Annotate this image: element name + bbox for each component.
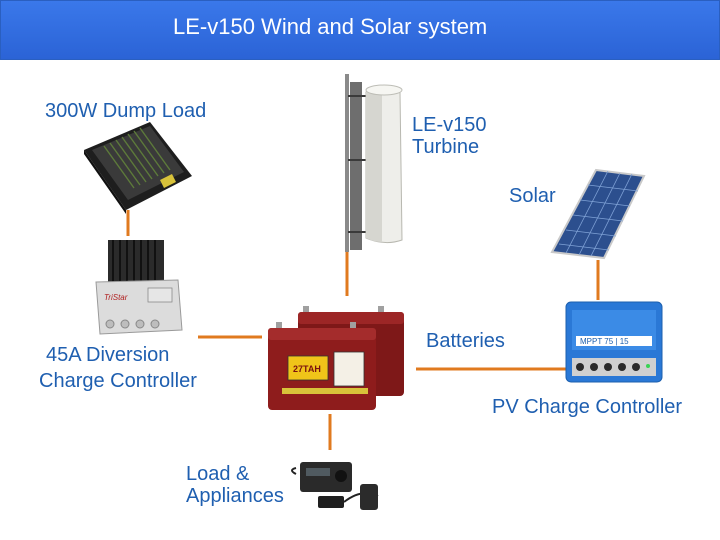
- title-bar: LE-v150 Wind and Solar system: [0, 0, 720, 60]
- batteries-label: Batteries: [426, 330, 505, 352]
- solar-panel-image: [550, 168, 646, 260]
- turbine-label-line1: LE-v150: [412, 114, 487, 136]
- diversion-label-line1: 45A Diversion: [46, 344, 170, 366]
- load-label-line1: Load &: [186, 463, 250, 485]
- load-radio-image: [291, 462, 379, 510]
- solar-label: Solar: [509, 185, 556, 207]
- diversion-label-line2: Charge Controller: [39, 370, 197, 392]
- dump-load-image: [84, 122, 192, 214]
- page-title: LE-v150 Wind and Solar system: [173, 14, 488, 39]
- turbine-image: [345, 74, 403, 252]
- dump-load-label: 300W Dump Load: [45, 100, 207, 122]
- load-label-line2: Appliances: [186, 485, 284, 507]
- battery-model-text: 27TAH: [293, 364, 321, 374]
- pv-controller-label: PV Charge Controller: [492, 396, 683, 418]
- turbine-label-line2: Turbine: [412, 136, 480, 158]
- connectors: [126, 210, 600, 450]
- pv-controller-image: [565, 301, 663, 383]
- batteries-image: [268, 306, 404, 410]
- diversion-controller-image: [95, 240, 183, 335]
- diversion-brand-text: TriStar: [104, 293, 128, 302]
- pv-model-text: MPPT 75 | 15: [580, 337, 629, 346]
